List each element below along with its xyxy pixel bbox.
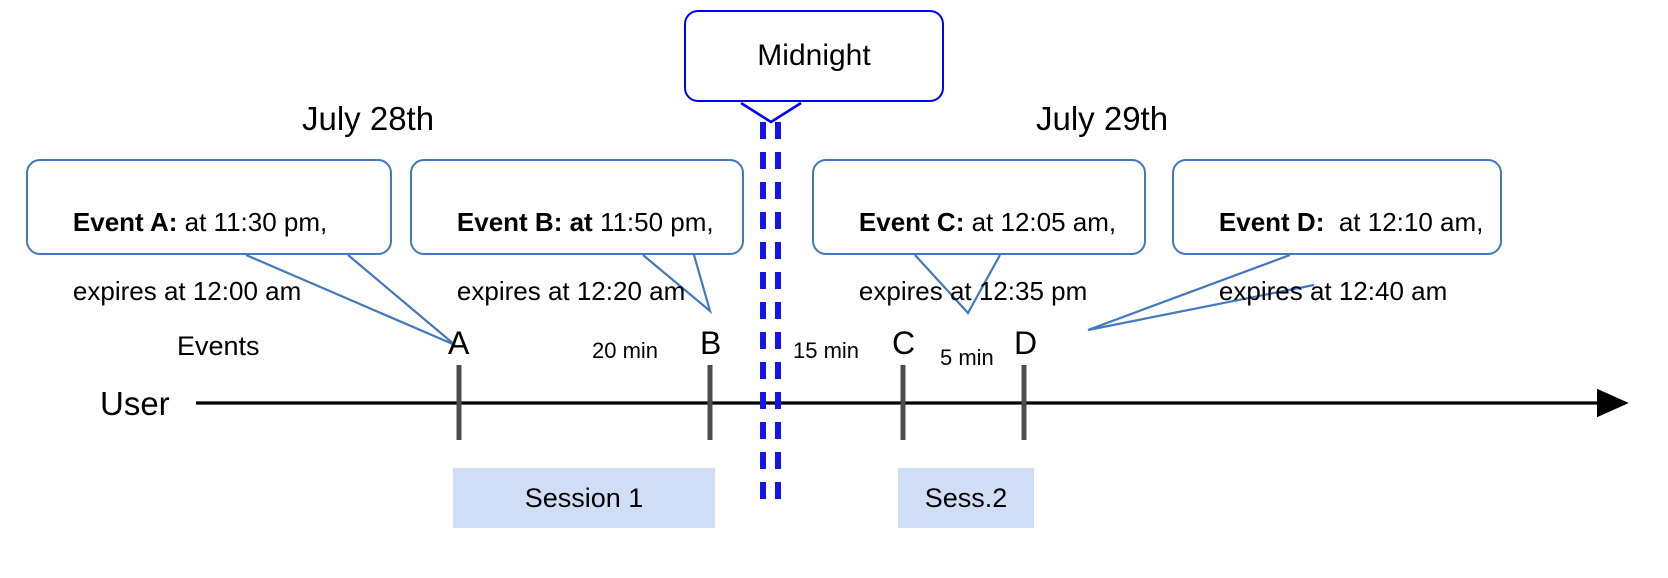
midnight-callout-tail: [740, 101, 802, 124]
date-july-29: July 29th: [1036, 100, 1169, 137]
session-block-2-label: Sess.2: [924, 482, 1008, 513]
event-callout-c-prefix: Event C:: [858, 207, 965, 238]
duration-c-d: 5 min: [940, 345, 994, 370]
event-callout-c-line1: at 12:05 am,: [964, 207, 1117, 238]
duration-b-c: 15 min: [793, 338, 860, 363]
event-callout-c[interactable]: Event C: at 12:05 am, expires at 12:35 p…: [812, 159, 1146, 306]
event-marker-a: A: [448, 325, 470, 361]
event-callout-b-line1: 11:50 pm,: [592, 207, 714, 238]
event-callout-d-line1: at 12:10 am,: [1324, 207, 1484, 238]
event-callout-b-line2: expires at 12:20 am: [456, 275, 686, 306]
session-block-1[interactable]: Session 1: [453, 468, 715, 528]
event-callout-d-prefix: Event D:: [1218, 207, 1325, 238]
date-july-28: July 28th: [302, 100, 435, 137]
row-label-user: User: [100, 385, 170, 422]
midnight-callout[interactable]: Midnight: [684, 10, 944, 102]
event-marker-d: D: [1014, 325, 1038, 361]
event-callout-a-prefix: Event A:: [72, 207, 178, 238]
event-marker-c: C: [892, 325, 916, 361]
event-callout-b-prefix: Event B: at: [456, 207, 593, 238]
event-callout-d[interactable]: Event D: at 12:10 am, expires at 12:40 a…: [1172, 159, 1502, 306]
midnight-callout-label: Midnight: [757, 39, 871, 72]
event-marker-b: B: [700, 325, 722, 361]
event-callout-a-line2: expires at 12:00 am: [72, 275, 302, 306]
event-callout-a[interactable]: Event A: at 11:30 pm, expires at 12:00 a…: [26, 159, 392, 306]
session-block-2[interactable]: Sess.2: [898, 468, 1034, 528]
event-callout-d-line2: expires at 12:40 am: [1218, 275, 1448, 306]
session-block-1-label: Session 1: [524, 482, 644, 513]
duration-a-b: 20 min: [592, 338, 659, 363]
event-callout-a-line1: at 11:30 pm,: [177, 207, 328, 238]
event-callout-c-line2: expires at 12:35 pm: [858, 275, 1088, 306]
row-label-events: Events: [177, 331, 260, 361]
event-callout-b[interactable]: Event B: at 11:50 pm, expires at 12:20 a…: [410, 159, 744, 306]
